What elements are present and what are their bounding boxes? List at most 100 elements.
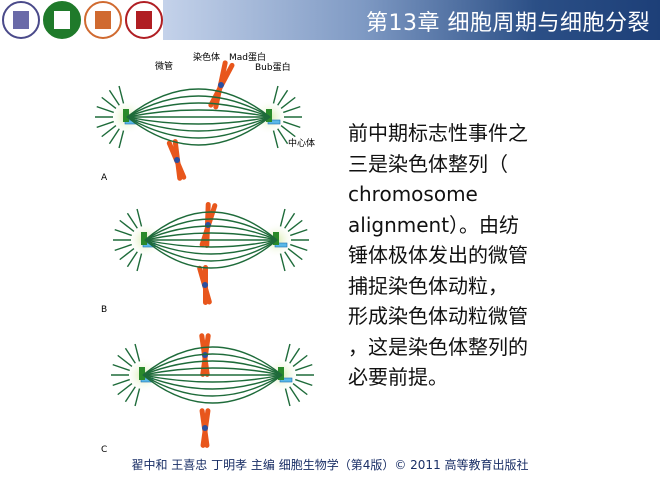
spindle-microtubule: [142, 346, 283, 376]
astral-microtubule: [292, 383, 308, 396]
astral-microtubule: [119, 219, 135, 232]
spindle-microtubule: [142, 374, 283, 390]
astral-microtubule: [136, 253, 143, 272]
spindle-microtubule: [126, 109, 271, 118]
astral-microtubule: [290, 228, 308, 237]
body-text-line: 三是染色体整列（: [348, 151, 508, 176]
slide-title: 第13章 细胞周期与细胞分裂: [366, 11, 650, 36]
astral-microtubule: [289, 347, 301, 364]
spindle-microtubule: [142, 367, 283, 376]
kinetochore: [202, 282, 208, 288]
body-text-line: chromosome: [348, 182, 478, 206]
astral-microtubule: [112, 363, 130, 372]
astral-microtubule: [96, 120, 114, 129]
spindle-microtubule: [144, 239, 278, 269]
astral-microtubule: [284, 212, 296, 229]
astral-microtubule: [101, 96, 117, 109]
astral-microtubule: [118, 130, 125, 149]
spindle-microtubule: [126, 95, 271, 118]
spindle-microtubule: [142, 360, 283, 376]
spindle-microtubule: [144, 211, 278, 241]
astral-microtubule: [280, 125, 296, 138]
spindle-microtubule: [126, 116, 271, 132]
astral-microtubule: [289, 386, 301, 403]
astral-microtubule: [134, 388, 141, 407]
header-bar: 第13章 细胞周期与细胞分裂: [163, 0, 660, 40]
label-bub: Bub蛋白: [255, 61, 291, 73]
kinetochore: [218, 82, 224, 88]
astral-microtubule: [284, 388, 291, 407]
kinetochore: [202, 425, 208, 431]
spindle-microtubule: [144, 239, 278, 248]
spindle-microtubule: [142, 374, 283, 404]
spindle-microtubule: [144, 225, 278, 241]
astral-microtubule: [277, 89, 289, 106]
astral-microtubule: [108, 89, 120, 106]
label-chromosome: 染色体: [193, 51, 220, 63]
body-text-line: ，这是染色体整列的: [348, 334, 528, 359]
astral-microtubule: [284, 251, 296, 268]
body-text-line: 必要前提。: [348, 365, 448, 389]
spindle-microtubule: [126, 116, 271, 146]
astral-microtubule: [284, 343, 291, 362]
spindle-diagram: 微管 染色体 Mad蛋白 Bub蛋白 中心体 A B C: [95, 51, 315, 455]
university-logo-1: [2, 1, 40, 39]
spindle-microtubule: [144, 232, 278, 241]
spindle-microtubule: [144, 239, 278, 255]
kinetochore: [174, 157, 180, 163]
label-centrosome: 中心体: [288, 137, 315, 149]
body-text: 前中期标志性事件之三是染色体整列（ chromosome alignment）。由纺…: [348, 118, 588, 393]
astral-microtubule: [292, 354, 308, 367]
astral-microtubule: [287, 248, 303, 261]
astral-microtubule: [124, 347, 136, 364]
astral-microtubule: [112, 378, 130, 387]
astral-microtubule: [283, 105, 301, 114]
spindle-microtubule: [126, 88, 271, 118]
astral-microtubule: [279, 208, 286, 227]
astral-microtubule: [277, 128, 289, 145]
body-text-line: alignment）。由纺: [348, 212, 520, 237]
astral-microtubule: [101, 125, 117, 138]
astral-microtubule: [119, 248, 135, 261]
spindle-microtubule: [126, 116, 271, 125]
spindle-microtubule: [142, 374, 283, 383]
university-logo-4: [125, 1, 163, 39]
astral-microtubule: [117, 383, 133, 396]
astral-microtubule: [134, 343, 141, 362]
spindle-microtubule: [144, 218, 278, 241]
spindle-microtubule: [142, 374, 283, 397]
spindle-microtubule: [126, 116, 271, 139]
astral-microtubule: [290, 243, 308, 252]
university-logo-3: [84, 1, 122, 39]
astral-microtubule: [124, 386, 136, 403]
astral-microtubule: [287, 219, 303, 232]
astral-microtubule: [280, 96, 296, 109]
body-text-line: 前中期标志性事件之: [348, 121, 528, 145]
astral-microtubule: [272, 85, 279, 104]
centriole: [141, 232, 147, 245]
astral-microtubule: [114, 228, 132, 237]
astral-microtubule: [126, 212, 138, 229]
astral-microtubule: [136, 208, 143, 227]
body-text-line: 捕捉染色体动粒，: [348, 273, 508, 298]
university-logo-2: [43, 1, 81, 39]
citation-footer: 翟中和 王喜忠 丁明孝 主编 细胞生物学（第4版）© 2011 高等教育出版社: [131, 458, 529, 472]
astral-microtubule: [117, 354, 133, 367]
centriole: [123, 109, 129, 122]
spindle-microtubule: [144, 239, 278, 262]
body-text-line: 锤体极体发出的微管: [348, 243, 528, 267]
astral-microtubule: [283, 120, 301, 129]
body-text-line: 形成染色体动粒微管: [348, 304, 528, 328]
label-microtubule: 微管: [155, 60, 173, 72]
astral-microtubule: [295, 378, 313, 387]
centriole: [139, 367, 145, 380]
astral-microtubule: [279, 253, 286, 272]
astral-microtubule: [114, 243, 132, 252]
panel-label-c: C: [101, 445, 107, 455]
astral-microtubule: [295, 363, 313, 372]
panel-label-b: B: [101, 305, 107, 315]
spindle-microtubule: [142, 353, 283, 376]
astral-microtubule: [126, 251, 138, 268]
panel-label-a: A: [101, 173, 108, 183]
astral-microtubule: [118, 85, 125, 104]
